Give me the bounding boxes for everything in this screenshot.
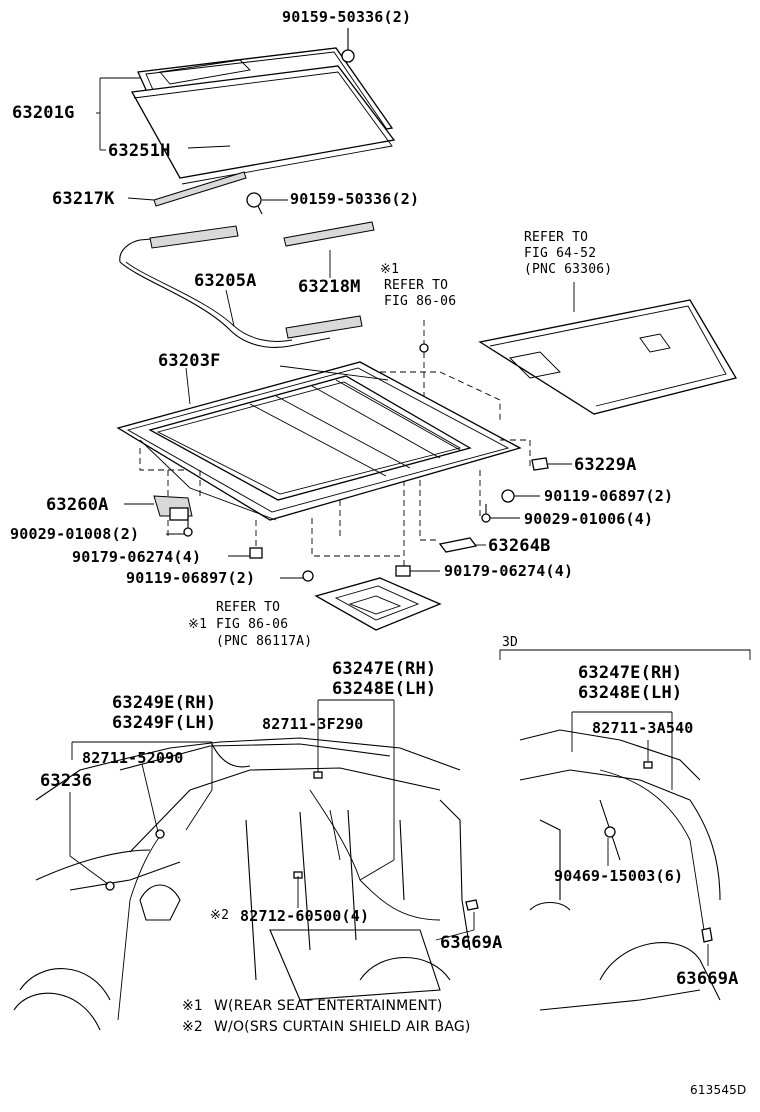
label-right-hose-lh: 63248E(LH) (578, 683, 683, 703)
label-refer-bot-2: FIG 86-06 (216, 617, 289, 632)
label-clamp-rear: 82711-3F290 (262, 715, 364, 733)
left-car-leaders (69, 699, 475, 941)
roof-reinforcement-part (314, 577, 442, 631)
right-vehicle-illustration (519, 729, 721, 1011)
label-glass-assy: 63201G (12, 103, 75, 123)
label-weatherstrip: 63251H (108, 141, 171, 161)
label-refer-top-2: FIG 86-06 (384, 294, 457, 309)
label-right-clamp: 82711-3A540 (592, 719, 694, 737)
clip-part (438, 537, 486, 553)
sunshade-panel (478, 282, 738, 415)
label-rail-right: 63218M (298, 277, 361, 297)
section-3d-bracket (499, 649, 751, 660)
note-2-text: W/O(SRS CURTAIN SHIELD AIR BAG) (214, 1019, 471, 1035)
label-screw-right-1: 90119-06897(2) (544, 487, 674, 505)
label-bolt-mid: 90159-50336(2) (290, 190, 420, 208)
figure-id: 613545D (690, 1083, 747, 1097)
label-clip: 63264B (488, 536, 551, 556)
bolt-top-icon (341, 28, 355, 63)
rail-right-part (283, 221, 375, 278)
sunroof-glass-panel (130, 47, 396, 185)
label-note-mark-bot: ※1 (188, 617, 208, 632)
label-left-drain: 63669A (440, 933, 503, 953)
label-refer-bot-3: (PNC 86117A) (216, 634, 313, 649)
label-rail-left: 63217K (52, 189, 115, 209)
label-motor: 63260A (46, 495, 109, 515)
label-drive-cable: 63205A (194, 271, 257, 291)
bolt-mid-icon (246, 192, 288, 215)
screw-left-icons (166, 518, 314, 582)
label-left-hose-rh: 63247E(RH) (332, 659, 437, 679)
label-section-3d: 3D (502, 635, 519, 650)
label-nut-right: 90179-06274(4) (444, 562, 574, 580)
note-1-mark: ※1 (182, 998, 204, 1014)
label-front-lh: 63249F(LH) (112, 713, 217, 733)
label-bracket: 63229A (574, 455, 637, 475)
label-right-clip: 90469-15003(6) (554, 867, 684, 885)
label-note-mark-1: ※1 (380, 262, 400, 277)
label-housing: 63203F (158, 351, 221, 371)
label-screw-left-2: 90119-06897(2) (126, 569, 256, 587)
bracket-part (531, 457, 572, 471)
label-screw-left-1: 90029-01008(2) (10, 525, 140, 543)
nut-right-icon (395, 565, 440, 577)
label-refer-bot-1: REFER TO (216, 600, 281, 615)
label-right-hose-rh: 63247E(RH) (578, 663, 683, 683)
label-refer-shade-2: FIG 64-52 (524, 246, 597, 261)
label-front-rh: 63249E(RH) (112, 693, 217, 713)
label-refer-shade-3: (PNC 63306) (524, 262, 613, 277)
drive-cable-part (119, 225, 363, 348)
label-refer-top-1: REFER TO (384, 278, 449, 293)
label-bolt-top: 90159-50336(2) (282, 8, 412, 26)
assembly-guide-lines (139, 371, 531, 557)
label-note-mark-2: ※2 (210, 908, 230, 923)
note-2-mark: ※2 (182, 1019, 204, 1035)
right-car-leaders (571, 711, 709, 966)
note-1-text: W(REAR SEAT ENTERTAINMENT) (214, 998, 443, 1014)
label-screw-right-2: 90029-01006(4) (524, 510, 654, 528)
screw-right-icons (481, 489, 540, 523)
label-grommet: 63236 (40, 771, 93, 791)
label-right-drain: 63669A (676, 969, 739, 989)
label-nut-left: 90179-06274(4) (72, 548, 202, 566)
sunroof-housing (116, 361, 522, 521)
label-clamp-mid: 82712-60500(4) (240, 907, 370, 925)
motor-part (124, 495, 193, 521)
rail-left-part (127, 171, 247, 207)
label-left-hose-lh: 63248E(LH) (332, 679, 437, 699)
label-clamp-front: 82711-52090 (82, 749, 184, 767)
label-refer-shade-1: REFER TO (524, 230, 589, 245)
